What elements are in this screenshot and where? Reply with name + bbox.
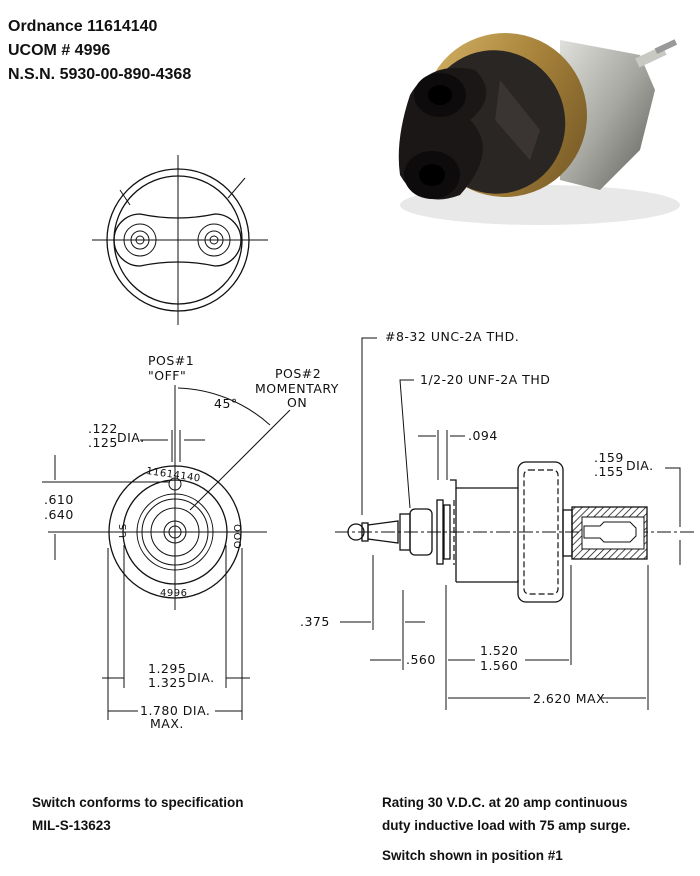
pos2-label: POS#2 (275, 366, 321, 381)
inner-dia-bottom: 1.325 (148, 675, 186, 690)
rating-note: Rating 30 V.D.C. at 20 amp continuous du… (382, 791, 630, 867)
flange-dimension: .094 (468, 428, 498, 443)
position-note: Switch shown in position #1 (382, 848, 563, 863)
ucom-number: UCOM # 4996 (8, 42, 111, 59)
socket-dia-bottom: .155 (594, 464, 624, 479)
pos2-on-label: ON (287, 395, 307, 410)
pos1-off-label: "OFF" (148, 368, 186, 383)
outer-dia-label: 1.780 DIA. (140, 703, 210, 718)
spec-note: Switch conforms to specification MIL-S-1… (32, 791, 244, 837)
thread-length-dimension: .560 (406, 652, 436, 667)
thread-large-label: 1/2-20 UNF-2A THD (420, 372, 550, 387)
us-mark: US (118, 523, 129, 538)
side-view-drawing (335, 337, 695, 710)
thread-small-label: #8-32 UNC-2A THD. (385, 329, 519, 344)
stud-length-dimension: .375 (300, 614, 330, 629)
inner-dia-label: DIA. (187, 670, 215, 685)
offset-bottom: .640 (44, 507, 74, 522)
spec-line-2: MIL-S-13623 (32, 818, 111, 833)
overall-length-dimension: 2.620 MAX. (533, 691, 610, 706)
pin-dia-label: DIA. (117, 430, 145, 445)
pin-dia-top: .122 (88, 421, 118, 436)
inner-dia-top: 1.295 (148, 661, 186, 676)
rating-line-2: duty inductive load with 75 amp surge. (382, 818, 631, 833)
angle-label: 45° (214, 396, 238, 411)
spec-line-1: Switch conforms to specification (32, 795, 244, 810)
outer-dia-max: MAX. (150, 716, 184, 731)
body-length-bottom: 1.560 (480, 658, 518, 673)
ooo-mark: OOO (231, 524, 242, 549)
body-length-top: 1.520 (480, 643, 518, 658)
pin-dia-bottom: .125 (88, 435, 118, 450)
front-view-drawing (42, 385, 291, 720)
nsn-number: N.S.N. 5930-00-890-4368 (8, 66, 192, 83)
ordnance-number: Ordnance 11614140 (8, 18, 158, 35)
switch-photo (398, 33, 680, 225)
socket-dia-label: DIA. (626, 458, 654, 473)
pos1-label: POS#1 (148, 353, 194, 368)
rating-line-1: Rating 30 V.D.C. at 20 amp continuous (382, 795, 628, 810)
socket-dia-top: .159 (594, 450, 624, 465)
ucom-mark: 4996 (160, 588, 187, 599)
offset-top: .610 (44, 492, 74, 507)
top-view-drawing (92, 155, 268, 325)
pos2-momentary-label: MOMENTARY (255, 381, 339, 396)
